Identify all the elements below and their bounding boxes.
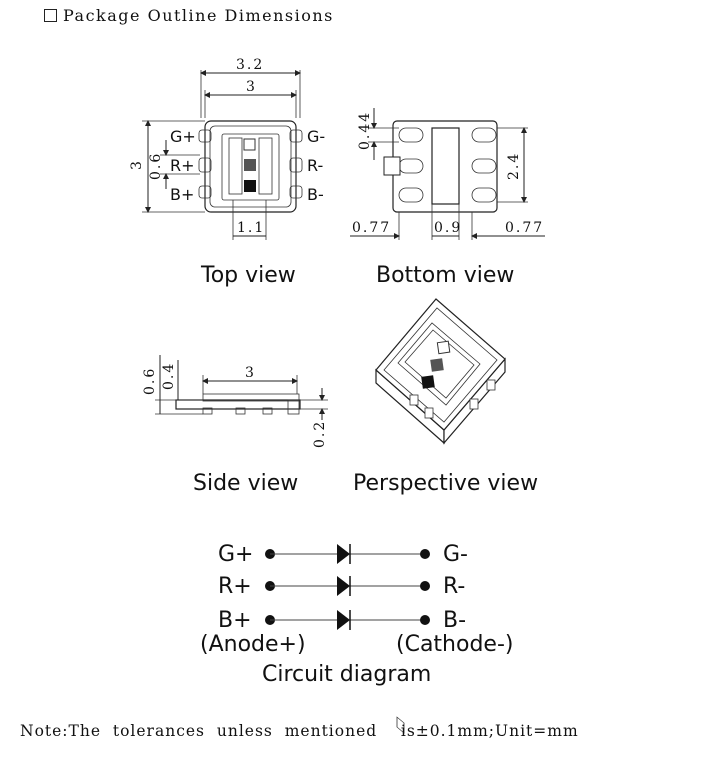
top-pin-r-plus: R+: [170, 156, 195, 175]
caption-side-view: Side view: [193, 471, 299, 496]
top-view: 3.2 3 3 0.6 G+ R+ B+ G- R-: [129, 57, 325, 240]
circuit-cathode-b: B-: [443, 608, 466, 633]
circuit-cathode-r: R-: [443, 574, 465, 599]
top-dim-width-outer: 3.2: [236, 57, 264, 73]
top-dim-pad: 0.6: [148, 152, 164, 180]
circuit-anode-label: (Anode+): [200, 632, 306, 657]
side-view: 3 0.6 0.4 0.2: [142, 355, 328, 448]
side-dim-height-body: 0.4: [161, 362, 177, 390]
perspective-view: [375, 298, 506, 734]
circuit-anode-r: R+: [218, 574, 252, 599]
circuit-cathode-label: (Cathode-): [396, 632, 513, 657]
checkbox-icon: [44, 9, 57, 22]
blue-chip: [244, 180, 256, 192]
caption-top-view: Top view: [201, 263, 296, 288]
circuit-cathode-g: G-: [443, 542, 468, 567]
page-title-text: Package Outline Dimensions: [63, 6, 334, 25]
caption-perspective-view: Perspective view: [353, 471, 539, 496]
side-dim-pad: 0.2: [312, 420, 328, 448]
bottom-dim-height: 2.4: [506, 152, 522, 180]
top-pin-r-minus: R-: [307, 156, 323, 175]
circuit-caption: Circuit diagram: [262, 662, 431, 687]
top-dim-height: 3: [129, 159, 145, 170]
bottom-dim-right: 0.77: [505, 220, 544, 236]
top-dim-pitch: 1.1: [237, 220, 265, 236]
page-title: Package Outline Dimensions: [44, 6, 334, 25]
caption-bottom-view: Bottom view: [376, 263, 515, 288]
bottom-view: 0.44 2.4 0.77 0.9 0.77: [350, 108, 545, 240]
green-chip: [243, 138, 256, 151]
top-pin-g-plus: G+: [170, 127, 196, 146]
bottom-dim-center: 0.9: [434, 220, 462, 236]
top-dim-width-inner: 3: [246, 79, 257, 95]
red-chip: [244, 159, 256, 171]
top-pin-b-plus: B+: [170, 185, 194, 204]
circuit-anode-g: G+: [218, 542, 253, 567]
circuit-anode-b: B+: [218, 608, 252, 633]
side-dim-width: 3: [245, 365, 256, 381]
circuit-diagram: G+ G- R+ R- B+ B- (Anode+) (Cathode-) Ci…: [200, 542, 513, 687]
tolerance-note: Note:The tolerances unless mentioned is±…: [20, 722, 579, 740]
bottom-dim-left: 0.77: [352, 220, 391, 236]
top-pin-g-minus: G-: [307, 127, 325, 146]
bottom-dim-top: 0.44: [357, 111, 373, 150]
top-pin-b-minus: B-: [307, 185, 324, 204]
side-dim-height-total: 0.6: [142, 367, 158, 395]
